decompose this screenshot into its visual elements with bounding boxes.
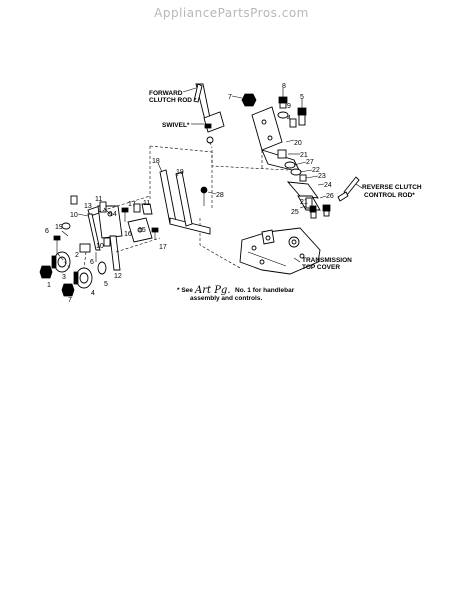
pulley-3 xyxy=(51,251,71,273)
washer-4-upper xyxy=(289,118,297,128)
shift-bracket xyxy=(251,106,301,173)
bushing-2 xyxy=(79,243,91,253)
callout-15: 15 xyxy=(138,227,146,234)
nut-8 xyxy=(278,96,288,109)
callout-23: 23 xyxy=(318,173,326,180)
pin-11-left xyxy=(99,201,107,213)
bolt-6 xyxy=(53,235,97,262)
site-watermark: AppliancePartsPros.com xyxy=(154,6,309,20)
callout-18: 18 xyxy=(152,158,160,165)
callout-25: 25 xyxy=(291,209,299,216)
nut-7-upper xyxy=(241,93,257,107)
nut-7-lower xyxy=(61,283,75,297)
callout-6-lower: 6 xyxy=(90,259,94,266)
nut-1 xyxy=(39,265,53,279)
callout-21-lower: 21 xyxy=(300,199,308,206)
callout-14: 14 xyxy=(109,211,117,218)
forward-clutch-rod xyxy=(193,83,211,121)
callout-19-center: 19 xyxy=(176,169,184,176)
nut-25 xyxy=(309,205,317,219)
callout-17-lower: 17 xyxy=(159,244,167,251)
bushing-27 xyxy=(284,161,296,169)
nut-lower-right xyxy=(322,204,331,217)
callout-12: 12 xyxy=(114,273,122,280)
note-star: * See xyxy=(177,287,193,294)
bolt-17 xyxy=(121,207,159,240)
upright-19 xyxy=(175,171,193,227)
washer-10 xyxy=(70,195,111,247)
reverse-clutch-rod-label-2: CONTROL ROD* xyxy=(364,192,415,199)
callout-22: 22 xyxy=(312,167,320,174)
transmission-label-2: TOP COVER xyxy=(302,264,340,271)
upright-18 xyxy=(159,169,211,235)
note-line-1: No. 1 for handlebar xyxy=(235,287,295,294)
callout-11-left: 11 xyxy=(95,196,102,203)
forward-clutch-rod-label-2: CLUTCH ROD * xyxy=(149,97,197,104)
callout-26: 26 xyxy=(326,193,334,200)
washer-9 xyxy=(277,111,289,119)
note-line-2: assembly and controls. xyxy=(190,295,262,302)
nut-5-upper xyxy=(297,107,307,126)
pin-23 xyxy=(299,174,307,182)
callout-13: 13 xyxy=(84,203,92,210)
callout-11-center: 11 xyxy=(143,200,150,207)
callout-6-left: 6 xyxy=(45,228,49,235)
callout-24: 24 xyxy=(324,182,332,189)
callout-19-left: 19 xyxy=(55,224,63,231)
bolt-28 xyxy=(200,186,208,206)
callout-1: 1 xyxy=(47,282,51,289)
link-24 xyxy=(286,181,319,199)
callout-3: 3 xyxy=(62,274,66,281)
swivel-part xyxy=(203,111,225,144)
swivel-label: SWIVEL* xyxy=(162,122,190,129)
callout-4: 4 xyxy=(91,290,95,297)
bracket-14 xyxy=(97,205,123,239)
callout-5: 5 xyxy=(104,281,108,288)
spacer-21-lower xyxy=(305,197,313,209)
callout-20: 20 xyxy=(294,140,302,147)
callout-7-upper: 7 xyxy=(228,94,232,101)
pulley-4 xyxy=(73,267,93,289)
washer-5 xyxy=(97,261,107,275)
callout-21-upper: 21 xyxy=(300,152,308,159)
callout-16: 16 xyxy=(124,231,132,238)
callout-4-upper: 4 xyxy=(287,115,291,122)
transmission-top-cover xyxy=(239,227,321,275)
callout-28: 28 xyxy=(216,192,224,199)
bracket-15-16 xyxy=(127,203,153,243)
callout-8: 8 xyxy=(282,83,286,90)
callout-10-lower: 10 xyxy=(96,243,104,250)
upright-12 xyxy=(109,235,121,271)
washer-9-left xyxy=(61,222,71,230)
callout-17-upper: 17 xyxy=(128,201,136,208)
callout-5-upper: 5 xyxy=(300,94,304,101)
note-handwritten: Art Pg. xyxy=(194,285,231,296)
washer-22 xyxy=(290,168,302,176)
callout-2: 2 xyxy=(75,252,79,259)
forward-clutch-rod-label: FORWARD xyxy=(149,90,183,97)
reverse-clutch-rod-label: REVERSE CLUTCH xyxy=(362,184,422,191)
callout-7-lower: 7 xyxy=(68,297,72,304)
transmission-label: TRANSMISSION xyxy=(302,257,352,264)
callout-9: 9 xyxy=(287,103,291,110)
reverse-clutch-rod xyxy=(337,176,360,202)
spacer-21 xyxy=(277,149,287,159)
callout-27: 27 xyxy=(306,159,314,166)
callout-10-left: 10 xyxy=(70,212,78,219)
